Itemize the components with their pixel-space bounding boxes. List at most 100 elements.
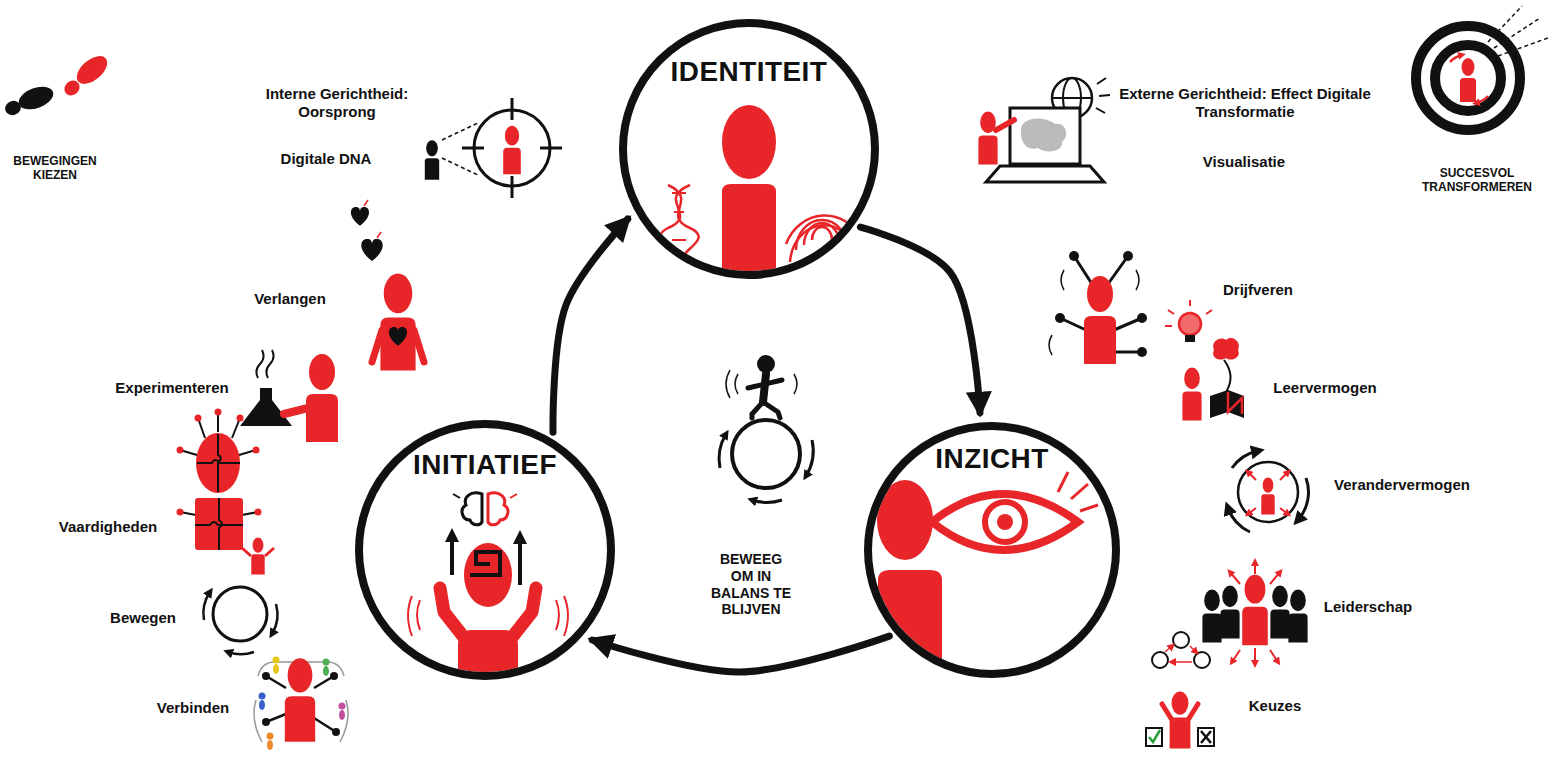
- insight-illustration: [1071, 484, 1088, 499]
- drives-icon: [1137, 313, 1147, 323]
- balance-wheel-icon: [726, 370, 738, 398]
- balance-wheel-icon: [732, 420, 800, 488]
- identity-illustration: [668, 185, 699, 270]
- insight-illustration: [1058, 472, 1068, 492]
- step-label: Verlangen: [254, 290, 326, 308]
- balance-wheel-icon: [719, 355, 813, 502]
- choices-icon: [1173, 632, 1189, 648]
- skills-icon: [196, 433, 240, 493]
- footprints-icon: [61, 77, 82, 98]
- circle-outline: [623, 23, 875, 275]
- insight-illustration: [997, 514, 1013, 530]
- connecting-icon: [330, 672, 338, 680]
- target-icon: [1416, 26, 1520, 130]
- identity-illustration: [660, 185, 690, 270]
- learning-icon: [1206, 310, 1212, 314]
- leadership-icon: [1288, 590, 1307, 643]
- laptop-icon: [1099, 95, 1110, 96]
- initiative-illustration: [408, 596, 420, 636]
- learning-icon: [1165, 325, 1172, 327]
- change-icon: [1248, 472, 1256, 480]
- longing-icon: [389, 327, 407, 346]
- initiative-illustration: [450, 535, 454, 575]
- leadership-icon: [1202, 590, 1221, 643]
- cycle-arrow: [592, 636, 889, 672]
- circle-outline: [619, 19, 879, 279]
- drives-icon: [1055, 313, 1065, 323]
- moving-icon: [213, 587, 267, 641]
- heading-label: Interne Gerichtheid: Oorsprong: [247, 85, 427, 121]
- experiment-icon: [240, 350, 338, 442]
- initiative-illustration: [518, 537, 522, 585]
- change-icon: [1261, 478, 1274, 515]
- connecting-icon: [254, 657, 348, 751]
- identity-illustration: [786, 215, 862, 244]
- initiative-illustration: [453, 494, 460, 498]
- identity-circle: IDENTITEIT: [619, 19, 879, 279]
- experiment-icon: [240, 388, 292, 426]
- moving-icon: [203, 587, 277, 654]
- learning-icon: [1179, 313, 1201, 335]
- target-icon: [1476, 96, 1488, 103]
- insight-illustration: [932, 494, 1078, 550]
- choices-icon: [1198, 728, 1214, 746]
- leadership-icon: [1230, 572, 1240, 584]
- skills-icon: [195, 498, 243, 550]
- step-label: Leervermogen: [1273, 379, 1376, 397]
- heading-label: Externe Gerichtheid: Effect Digitale Tra…: [1114, 85, 1376, 121]
- experiment-icon: [284, 408, 308, 414]
- target-icon: [1450, 55, 1462, 62]
- learning-icon: [1228, 392, 1242, 414]
- crosshair-icon: [425, 140, 439, 180]
- longing-icon: [414, 330, 424, 362]
- sub-label: Digitale DNA: [281, 150, 372, 168]
- connecting-icon: [339, 710, 345, 720]
- identity-illustration: [816, 250, 826, 275]
- leadership-icon: [1254, 562, 1256, 574]
- sub-label: Visualisatie: [1203, 153, 1285, 171]
- longing-icon: [351, 200, 424, 370]
- learning-icon: [1210, 390, 1244, 418]
- step-label: Verandervermogen: [1334, 476, 1470, 494]
- leadership-icon: [1232, 650, 1240, 662]
- circle-outline: [868, 426, 1116, 674]
- identity-illustration: [722, 105, 776, 179]
- step-label: Drijfveren: [1223, 281, 1293, 299]
- skills-icon: [251, 538, 264, 575]
- connector-group: [553, 219, 980, 672]
- corner-caption: SUCCESVOL TRANSFORMEREN: [1412, 166, 1542, 195]
- footprints-icon: [3, 99, 23, 118]
- step-label: Experimenteren: [115, 379, 228, 397]
- laptop-icon: [986, 166, 1104, 182]
- skills-icon: [253, 447, 260, 454]
- connecting-icon: [267, 740, 273, 750]
- insight-illustration: [877, 480, 933, 560]
- identity-illustration: [674, 211, 684, 213]
- step-label: Verbinden: [157, 699, 230, 717]
- change-icon: [1280, 508, 1288, 514]
- initiative-illustration: [464, 543, 512, 607]
- crosshair-icon: [442, 158, 480, 176]
- crosshair-icon: [425, 98, 562, 198]
- crosshair-icon: [511, 176, 514, 198]
- longing-icon: [372, 330, 382, 362]
- balance-wheel-icon: [719, 434, 726, 468]
- laptop-icon: [1010, 108, 1080, 164]
- identity-illustration: [790, 225, 856, 262]
- drives-icon: [1049, 251, 1147, 364]
- longing-icon: [361, 239, 382, 261]
- initiative-illustration: [453, 493, 517, 525]
- learning-icon: [1165, 300, 1244, 420]
- initiative-illustration: [556, 596, 568, 636]
- circle-title: INZICHT: [864, 444, 1120, 475]
- laptop-icon: [1021, 118, 1066, 151]
- skills-icon: [197, 434, 240, 492]
- crosshair-icon: [540, 147, 562, 150]
- connecting-icon: [262, 718, 270, 726]
- corner-caption: BEWEGINGEN KIEZEN: [5, 154, 105, 183]
- leadership-icon: [1202, 562, 1307, 664]
- laptop-icon: [978, 112, 997, 165]
